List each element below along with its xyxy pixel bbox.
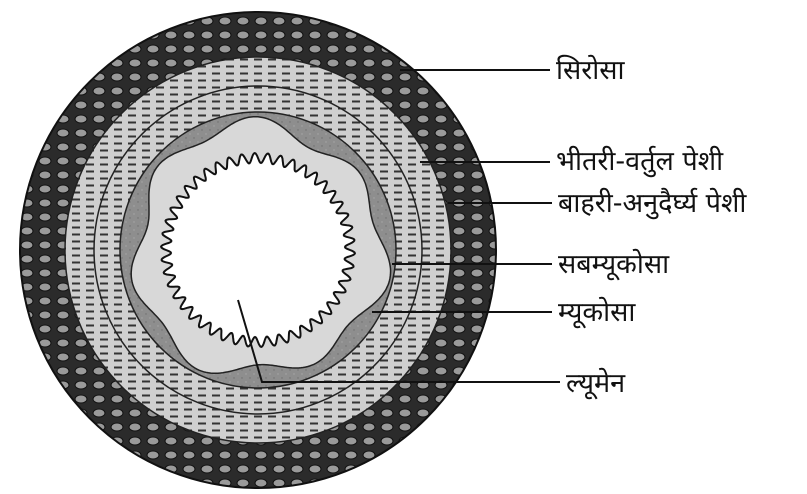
submucosa-label: सबम्यूकोसा (558, 248, 670, 281)
lumen-label: ल्यूमेन (566, 367, 626, 400)
inner-circular-muscle-label: भीतरी-वर्तुल पेशी (556, 145, 724, 178)
serosa-label: सिरोसा (556, 54, 626, 86)
mucosa-label: म्यूकोसा (558, 296, 636, 329)
outer-longitudinal-muscle-label: बाहरी-अनुदैर्घ्य पेशी (558, 187, 747, 220)
